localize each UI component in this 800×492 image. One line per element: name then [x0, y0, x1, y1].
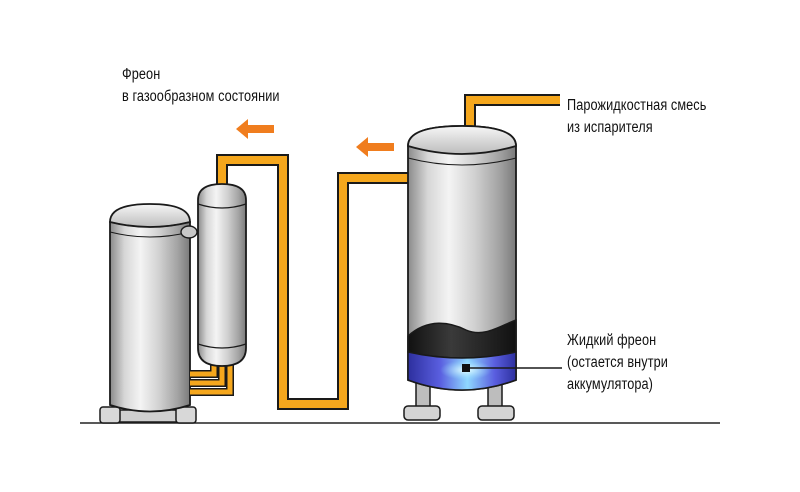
label-vapor-mix: Парожидкостная смесь из испарителя — [567, 95, 706, 139]
label-vapor-mix-line1: Парожидкостная смесь — [567, 97, 707, 114]
flow-arrow-right — [356, 137, 394, 157]
liquid-pointer-dot — [462, 364, 470, 372]
accumulator-tank — [403, 125, 517, 421]
label-freon-gas-line1: Фреон — [122, 66, 161, 83]
refrigerant-pipe — [216, 94, 560, 410]
label-liquid-freon: Жидкий фреон (остается внутри аккумулято… — [567, 330, 668, 396]
connector-pipes — [190, 360, 234, 396]
compressor — [99, 203, 198, 424]
flow-arrow-left — [236, 119, 274, 139]
small-accumulator — [197, 183, 247, 367]
label-liquid-freon-line1: Жидкий фреон — [567, 332, 657, 349]
label-liquid-freon-line3: аккумулятора) — [567, 376, 653, 393]
label-freon-gas: Фреон в газообразном состоянии — [122, 64, 280, 108]
label-vapor-mix-line2: из испарителя — [567, 119, 653, 136]
label-freon-gas-line2: в газообразном состоянии — [122, 88, 280, 105]
label-liquid-freon-line2: (остается внутри — [567, 354, 668, 371]
